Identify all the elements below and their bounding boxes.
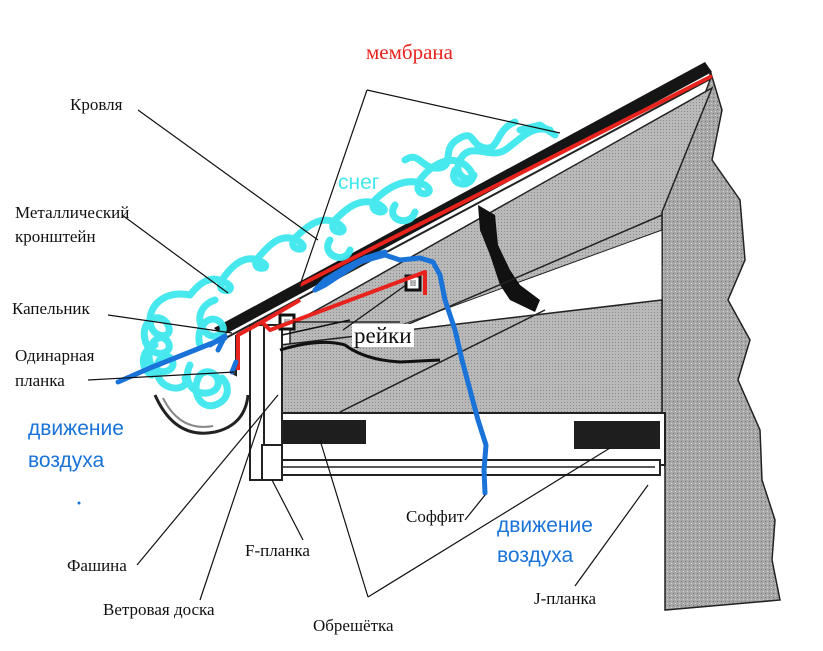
gutter [153,394,250,435]
wind-board-label: Ветровая доска [103,600,215,619]
lathing-left [282,420,366,444]
f-strip-label: F-планка [245,541,310,560]
membrane-label: мембрана [366,40,453,64]
leader-lines [87,89,649,601]
bracket-label-line2: кронштейн [15,227,96,246]
air-left-label-line1: движение [28,417,124,440]
f-strip [261,444,283,481]
bracket-label-line1: Металлический [15,203,130,222]
drip-label: Капельник [12,299,90,318]
rafter-crack [478,205,540,312]
air-flow [115,249,489,496]
membrane-line [236,270,427,370]
lathing-right [574,421,660,449]
air-right-label-line1: движение [497,514,593,537]
fascia-board [263,324,283,446]
j-strip-label: J-планка [534,589,597,608]
soffit-panel [261,459,661,481]
single-strip-label-line2: планка [15,371,65,390]
snow-label: снег [338,171,380,194]
fascia-label: Фашина [67,556,127,575]
battens-label: рейки [352,323,414,348]
lathing-label: Обрешётка [313,616,394,635]
soffit-label: Соффит [406,507,465,526]
membrane-roof-line [299,74,713,287]
single-strip-label-line1: Одинарная [15,346,95,365]
air-left-label-line2: воздуха [28,449,105,472]
roof-label: Кровля [70,95,123,114]
air-right-label-line2: воздуха [497,544,574,567]
